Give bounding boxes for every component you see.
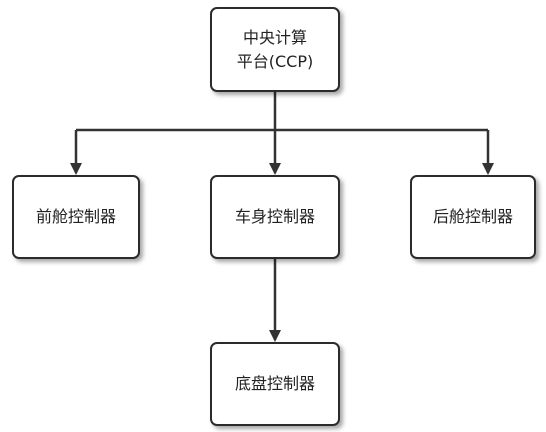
node-body-label: 车身控制器: [234, 207, 315, 226]
node-front-label: 前舱控制器: [35, 207, 116, 226]
node-front-cabin-controller: 前舱控制器: [12, 175, 140, 259]
node-chassis-label: 底盘控制器: [234, 374, 315, 393]
node-rear-cabin-controller: 后舱控制器: [410, 175, 536, 259]
node-rear-label: 后舱控制器: [432, 207, 513, 226]
node-chassis-controller: 底盘控制器: [210, 342, 340, 426]
node-ccp-label-line2: 平台(CCP): [236, 51, 314, 71]
node-body-controller: 车身控制器: [210, 175, 340, 259]
node-ccp-label-line1: 中央计算: [242, 27, 307, 47]
node-central-computing-platform: 中央计算 平台(CCP): [210, 7, 340, 92]
